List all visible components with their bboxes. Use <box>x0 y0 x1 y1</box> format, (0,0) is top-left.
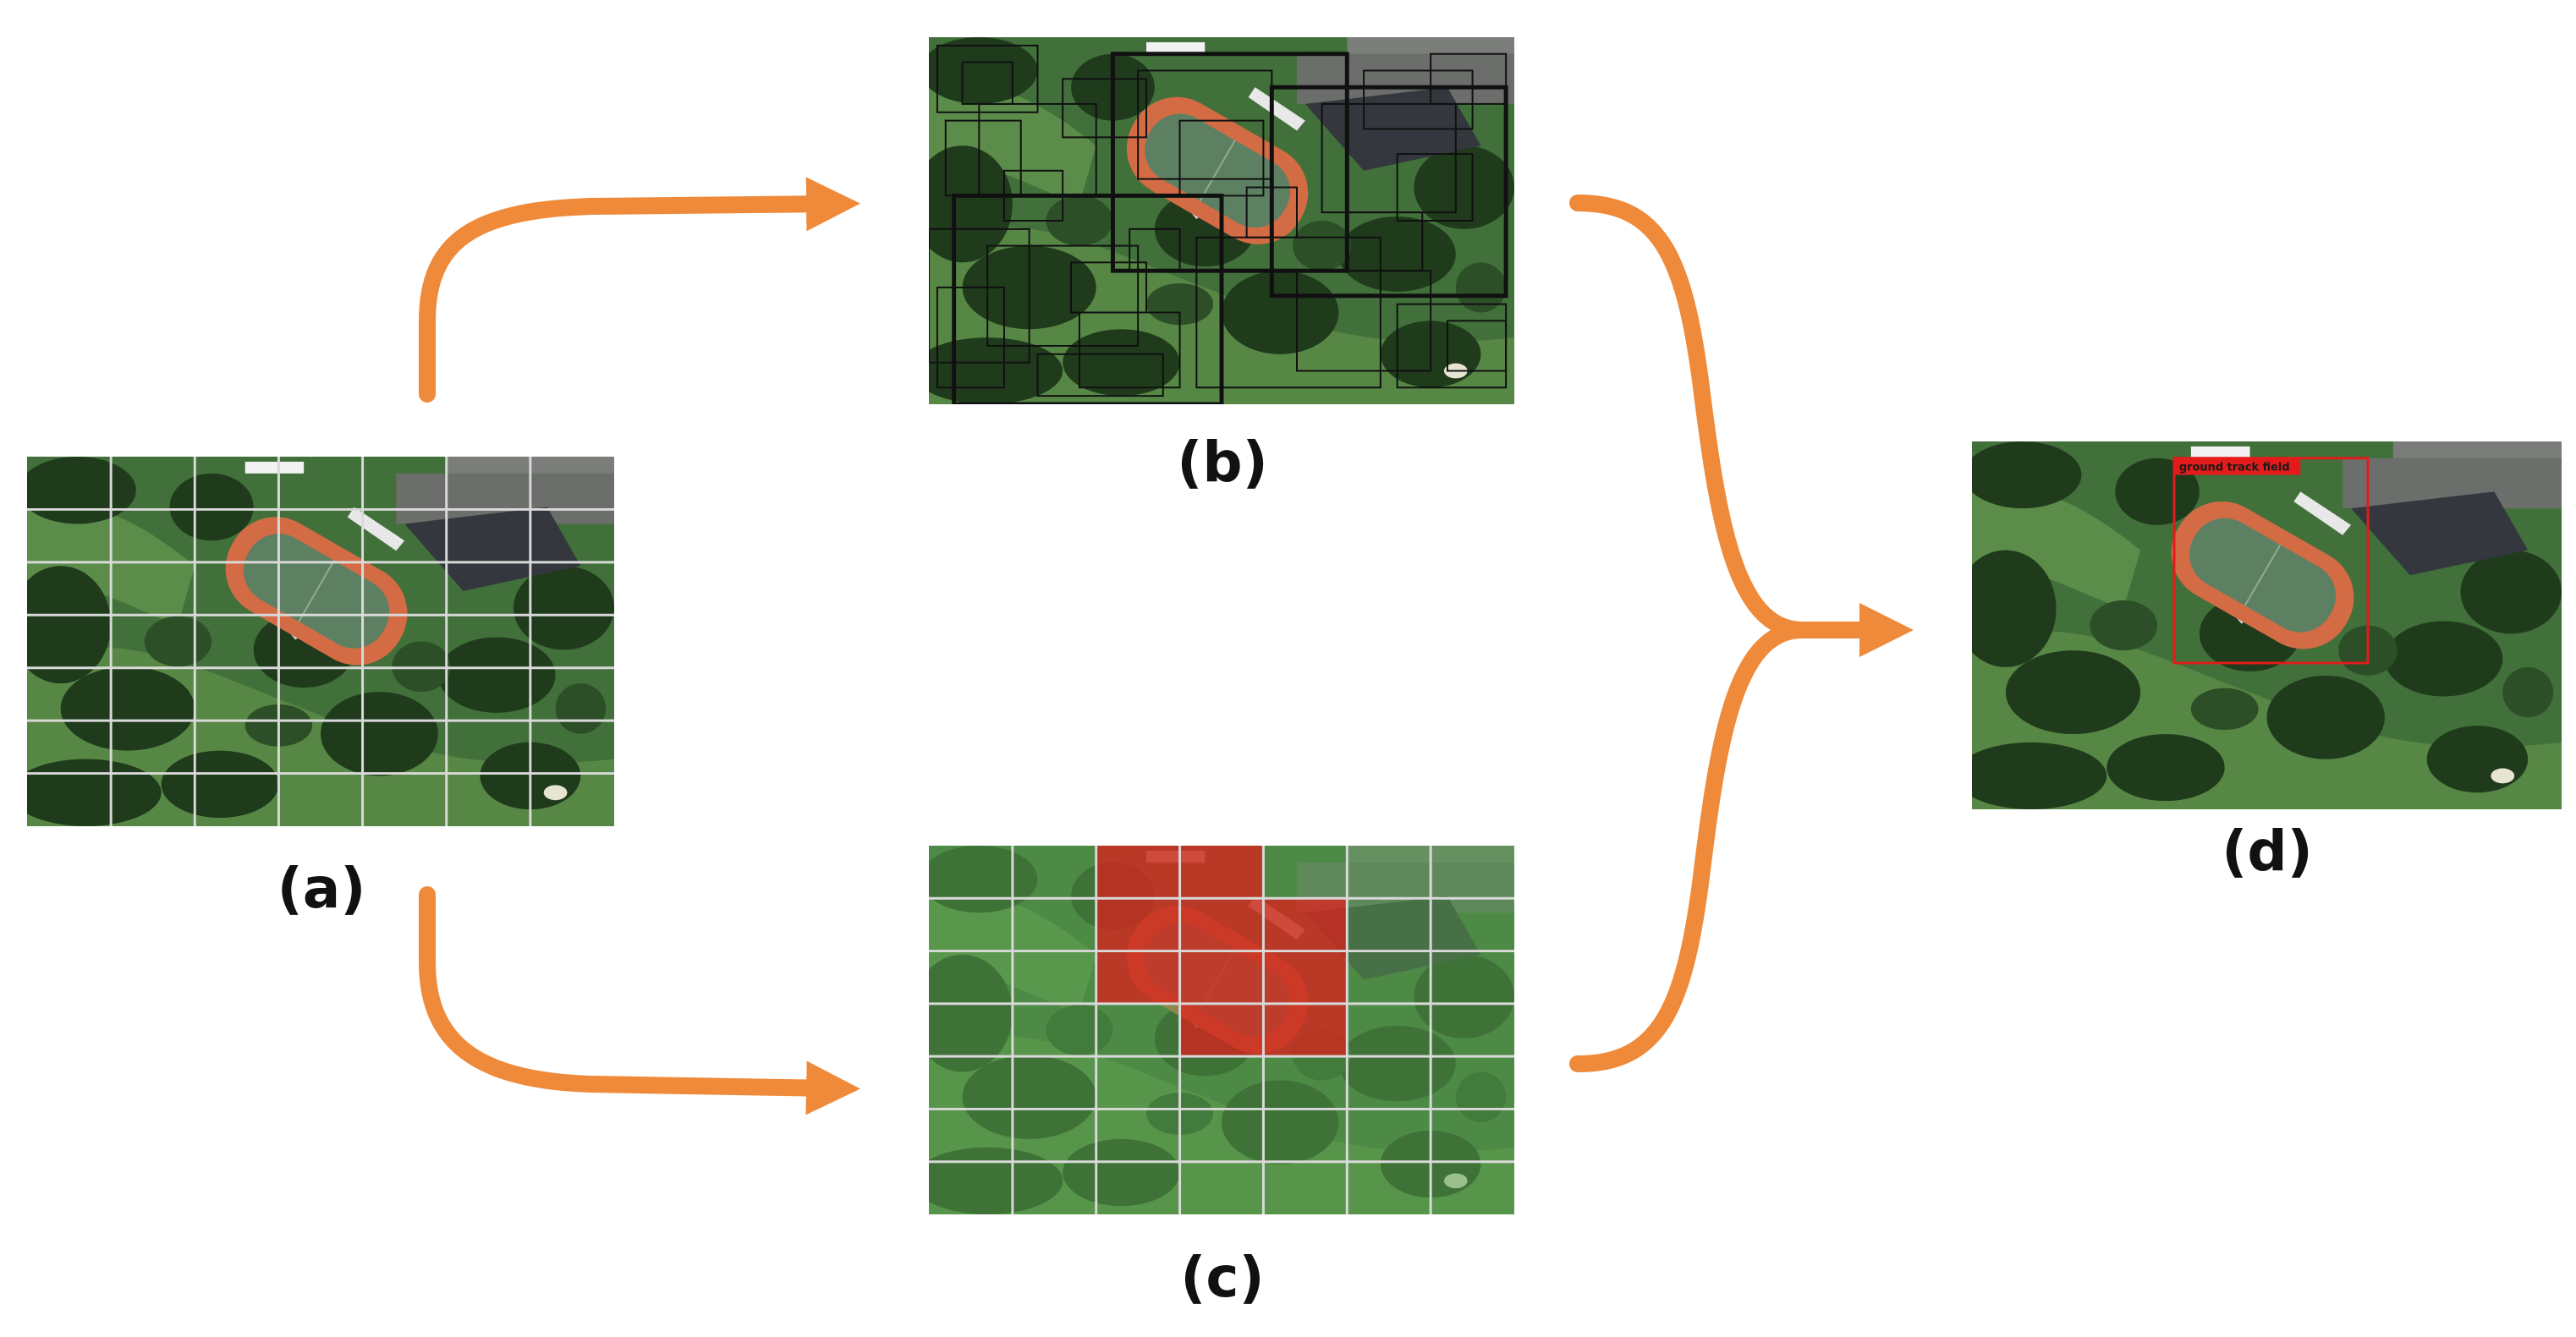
panel-d-detection-result: ground track field <box>1972 441 2562 809</box>
arrow-right-curved-up-icon <box>419 177 860 403</box>
highlighted-cell <box>1179 846 1264 899</box>
highlighted-cell <box>1096 898 1180 951</box>
caption-d: (d) <box>2222 819 2313 884</box>
highlighted-cell <box>1263 898 1348 951</box>
highlighted-cell <box>1263 951 1348 1004</box>
panel-c-highlighted-cells <box>1096 846 1348 1057</box>
highlighted-cell <box>1096 951 1180 1004</box>
highlighted-cell <box>1263 1003 1348 1057</box>
caption-a: (a) <box>277 856 366 921</box>
panel-a-input-image <box>27 457 614 826</box>
highlighted-cell <box>1179 1003 1264 1057</box>
arrows <box>419 177 1914 1115</box>
detection-box <box>2172 457 2370 665</box>
detection-label: ground track field <box>2179 462 2290 474</box>
arrow-right-curved-down-icon <box>419 886 860 1115</box>
brace-merge-arrow-icon <box>1569 195 1914 658</box>
detection-label-bg <box>2173 458 2301 475</box>
highlighted-cell <box>1179 898 1264 951</box>
panel-b-box-overlay <box>929 44 1508 404</box>
panel-c-grid-classification <box>929 846 1514 1214</box>
highlighted-cell <box>1096 846 1180 899</box>
caption-b: (b) <box>1177 430 1268 495</box>
brace-merge-lower-icon <box>1569 622 1810 1072</box>
panel-a-grid <box>27 457 614 826</box>
highlighted-cell <box>1179 951 1264 1004</box>
panel-c-grid <box>929 846 1514 1214</box>
caption-c: (c) <box>1180 1245 1265 1310</box>
panel-b-candidate-boxes <box>929 37 1514 404</box>
